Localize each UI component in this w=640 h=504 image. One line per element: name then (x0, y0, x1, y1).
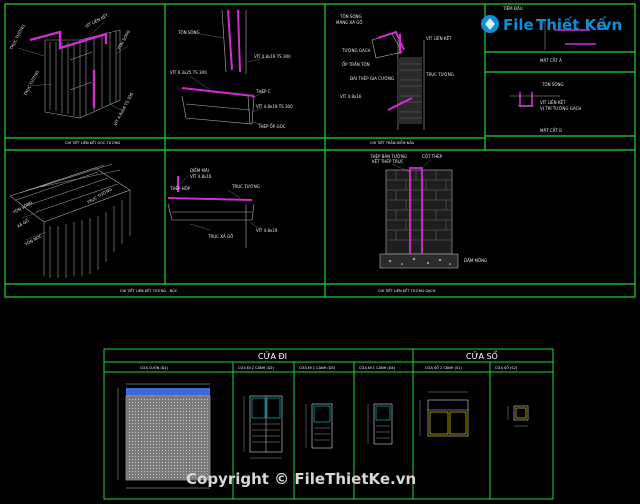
label: TÔN SÓNG (116, 29, 131, 51)
label: VÍT 6.3x25 TS 300 (170, 70, 207, 75)
label: ĐAI THÉP GIA CƯỜNG (350, 76, 394, 81)
single-door-elevation-d3 (305, 403, 333, 449)
label: VÍT LIÊN KẾT (84, 11, 110, 28)
label: TÔN SÓNG (11, 200, 33, 216)
label: VỊ TRÍ TƯỜNG GẠCH (540, 106, 581, 111)
copyright-watermark: Copyright © FileThietKe.vn (186, 470, 416, 488)
label: TRỤC XÀ GỒ (207, 234, 233, 239)
panel-corner-joint: TRỤC TƯỜNG VÍT LIÊN KẾT TÔN SÓNG TRỤC TƯ… (8, 11, 134, 145)
panel-roof-edge: DIỀM MÁI VÍT 4.8x16 THÉP HỘP TRỤC TƯỜNG … (167, 168, 278, 248)
window-elevation-s2 (507, 405, 529, 427)
panel-caption: CHI TIẾT TRẦN DIỄM ĐẦU (370, 139, 415, 145)
label: DẦM MÓNG (464, 258, 487, 263)
label: KẾT THÉP TRỤC (372, 158, 404, 164)
label: CỘT THÉP (422, 154, 443, 159)
label: VÍT LIÊN KẾT (426, 35, 452, 41)
panel-caption: CHI TIẾT LIÊN KẾT GÓC TƯỜNG (65, 139, 121, 145)
panel-caption: CHI TIẾT LIÊN KẾT TƯỜNG GẠCH (378, 287, 436, 293)
label: VÍT 4.8x16 (340, 94, 362, 99)
panel-roof-ridge: TÔN SÓNG XÀ GỒ TÔN NÓC TRỤC TƯỜNG CHI TI… (9, 163, 178, 293)
col-header: CỬA SỔ (S2) (495, 365, 518, 370)
label: TRỤC TƯỜNG (8, 24, 26, 52)
label: THÉP ỐP GÓC (257, 124, 286, 129)
door-window-schedule: CỬA ĐI CỬA SỔ CỬA CUỐN (D1) CỬA ĐI 2 CÁN… (103, 348, 554, 500)
label: TRỤC TƯỜNG (22, 70, 40, 98)
label: TÔN SÓNG (339, 14, 362, 19)
panel-caption: CHI TIẾT LIÊN KẾT TƯỜNG - NÓC (120, 287, 178, 293)
label: TÔN SÓNG (541, 82, 564, 87)
label: TÔN NÓC (23, 233, 43, 247)
label: DIỀM MÁI (190, 168, 209, 173)
logo-brand-c: .vn (596, 16, 622, 34)
label: THÉP C (255, 89, 271, 94)
col-header: CỬA ĐI 1 CÁNH (D3) (299, 365, 336, 370)
label: VÍT LIÊN KẾT (540, 99, 566, 105)
col-header: CỬA ĐI 1 CÁNH (D4) (359, 365, 396, 370)
logo-brand-b: Thiết Kế (536, 15, 607, 34)
label: THÉP BẢN TƯỜNG (369, 154, 407, 159)
window-elevation-s1 (419, 391, 469, 437)
label: VÍT 4.8x19 TS 300 (256, 104, 293, 109)
label: TÔN SÓNG (177, 30, 200, 35)
copyright-text: Copyright © FileThietKe.vn (186, 470, 416, 488)
panel-small-sections: TIỀM ĐẦU MẶT CẮT A MẶT CẮT B TÔN SÓNG VÍ… (502, 6, 596, 133)
label: VÍT 4.8x19 (256, 228, 278, 233)
col-header: CỬA CUỐN (D1) (140, 365, 169, 370)
panel-wall-section: TÔN SÓNG VÍT 4.8x19 TS 300 VÍT 6.3x25 TS… (170, 9, 293, 129)
detail-sheet-frame (4, 3, 636, 298)
label: MẶT CẮT A (540, 58, 562, 63)
label: TRỤC TƯỜNG (425, 72, 454, 77)
label: MẶT CẮT B (540, 128, 562, 133)
double-door-elevation (243, 395, 283, 459)
label: MÁNG XÀ GỒ (336, 20, 363, 25)
site-logo: File Thiết Kế .vn (481, 15, 622, 34)
label: TIỀM ĐẦU (502, 6, 523, 11)
label: TRỤC TƯỜNG (85, 187, 112, 206)
panel-brick-wall: THÉP BẢN TƯỜNG KẾT THÉP TRỤC CỘT THÉP DẦ… (369, 154, 487, 293)
logo-brand-a: File (503, 16, 534, 34)
label: THÉP HỘP (169, 186, 191, 191)
panel-eave-detail: TÔN SÓNG MÁNG XÀ GỒ VÍT LIÊN KẾT TƯỜNG G… (336, 14, 454, 145)
col-header: CỬA SỔ 2 CÁNH (S1) (425, 365, 462, 370)
label: ỐP TRẦN TÔN (342, 62, 370, 67)
label: TRỤC TƯỜNG (231, 184, 260, 189)
label: TƯỜNG GẠCH (341, 48, 371, 53)
col-header: CỬA ĐI 2 CÁNH (D2) (238, 365, 275, 370)
label: VÍT 4.8x16 (190, 174, 212, 179)
label: XÀ GỒ (16, 218, 30, 229)
roller-door-elevation (117, 383, 211, 489)
label: VÍT 4.8x19 TS 300 (254, 54, 291, 59)
schedule-title-window: CỬA SỔ (466, 349, 498, 361)
single-door-elevation-d4 (367, 403, 393, 445)
schedule-title-door: CỬA ĐI (258, 350, 287, 361)
